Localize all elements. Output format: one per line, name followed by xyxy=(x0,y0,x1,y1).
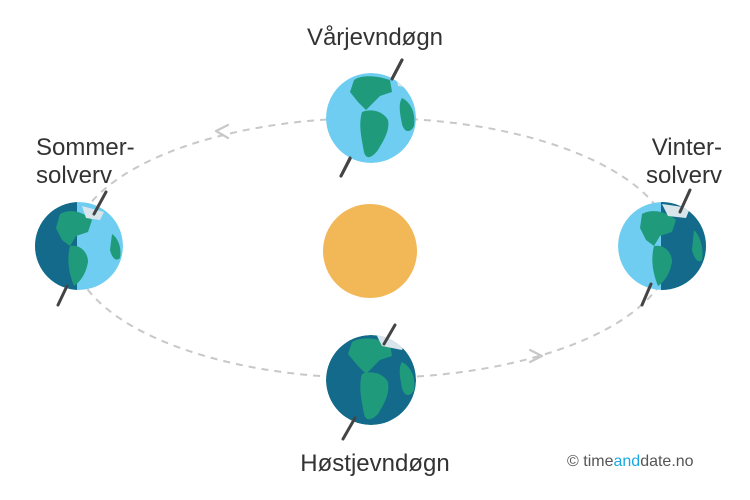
earth-autumn-equinox xyxy=(326,323,416,441)
label-summer-line2: solverv xyxy=(36,162,113,189)
label-winter-line1: Vinter- xyxy=(651,134,722,161)
credit-link[interactable]: © timeanddate.no xyxy=(567,453,694,471)
copyright-icon: © xyxy=(567,453,579,470)
earth-winter-solstice xyxy=(618,188,706,307)
orbit-arrow-top xyxy=(214,123,230,140)
label-summer-line1: Sommer- xyxy=(36,134,135,161)
label-autumn-equinox: Høstjevndøgn xyxy=(300,450,450,477)
label-spring-equinox: Vårjevndøgn xyxy=(306,24,444,51)
sun xyxy=(323,204,417,298)
label-winter-line2: solverv xyxy=(645,162,722,189)
credit-part3: date.no xyxy=(640,453,694,470)
label-summer-solstice: Sommer- solverv xyxy=(36,134,135,190)
earth-spring-equinox xyxy=(326,58,416,178)
earth-summer-solstice xyxy=(35,190,123,307)
credit-part2: and xyxy=(613,453,641,470)
orbit-arrow-bottom xyxy=(528,348,544,364)
credit-part1: time xyxy=(583,453,614,470)
label-winter-solstice: Vinter- solverv xyxy=(646,134,722,190)
